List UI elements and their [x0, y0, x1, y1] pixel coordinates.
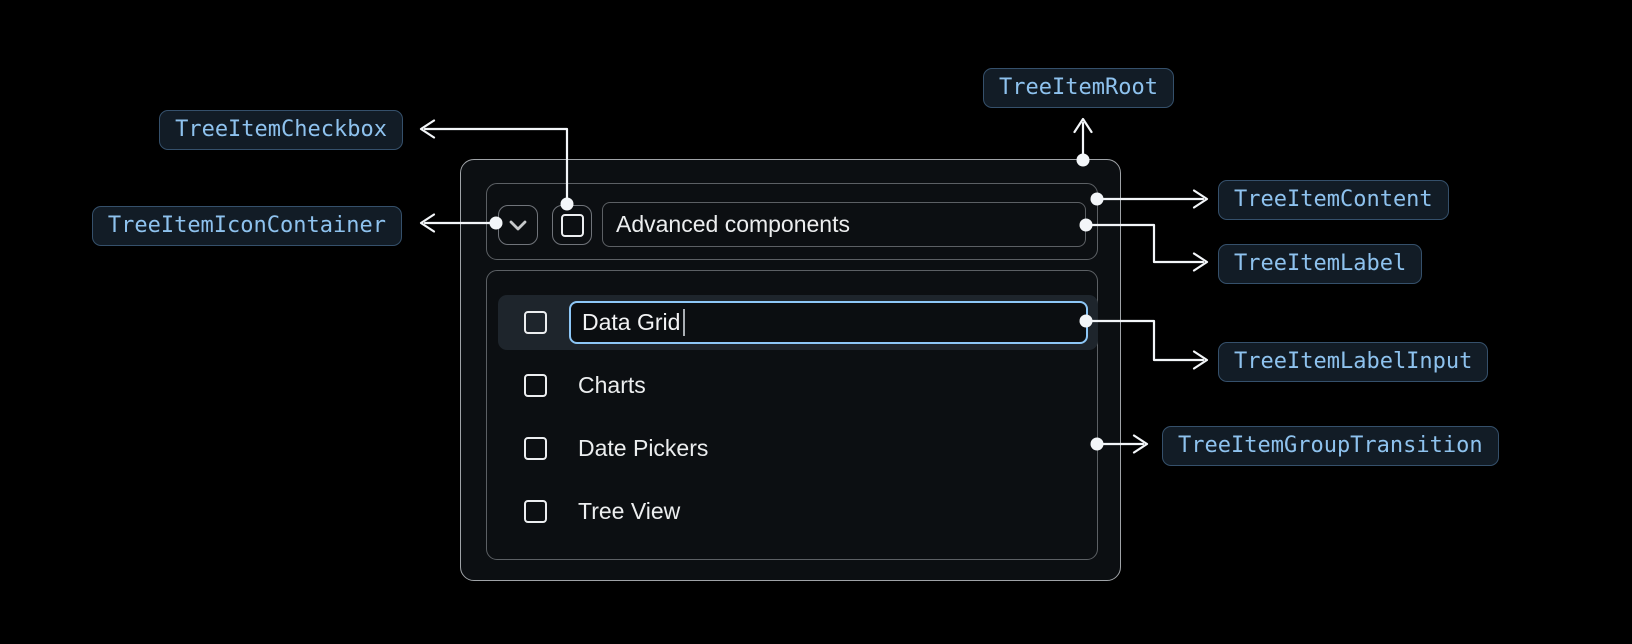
- anatomy-label-tree-item-checkbox: TreeItemCheckbox: [159, 110, 403, 150]
- tree-item-label: Tree View: [578, 497, 681, 524]
- chevron-down-icon: [509, 220, 527, 231]
- arrowhead-left-icon: [419, 213, 436, 233]
- checkbox-unchecked-icon: [560, 213, 584, 237]
- tree-item-label-input[interactable]: Data Grid: [569, 301, 1088, 344]
- text-caret: [683, 309, 686, 336]
- anatomy-label-tree-item-content: TreeItemContent: [1218, 180, 1449, 220]
- tree-item-label: Charts: [578, 371, 646, 398]
- tree-item-checkbox[interactable]: [552, 205, 592, 245]
- arrowhead-right-icon: [1132, 434, 1149, 454]
- tree-item-label: Date Pickers: [578, 434, 709, 461]
- tree-item-label: Advanced components: [602, 202, 1086, 247]
- label-input-value: Data Grid: [582, 309, 681, 335]
- tree-item-content[interactable]: Advanced components: [486, 183, 1098, 260]
- checkbox-unchecked-icon[interactable]: [524, 373, 547, 397]
- arrowhead-left-icon: [419, 119, 436, 139]
- anatomy-label-tree-item-group-transition: TreeItemGroupTransition: [1162, 426, 1499, 466]
- arrowhead-up-icon: [1073, 117, 1093, 134]
- tree-item[interactable]: Charts: [498, 361, 1098, 409]
- anatomy-label-tree-item-root: TreeItemRoot: [983, 68, 1174, 108]
- checkbox-unchecked-icon[interactable]: [524, 311, 547, 334]
- tree-item-editing[interactable]: Data Grid: [498, 295, 1098, 350]
- tree-item[interactable]: Tree View: [498, 487, 1098, 535]
- arrowhead-right-icon: [1192, 350, 1209, 370]
- parent-item-label: Advanced components: [616, 211, 850, 237]
- arrowhead-right-icon: [1192, 189, 1209, 209]
- tree-item[interactable]: Date Pickers: [498, 424, 1098, 472]
- arrowhead-right-icon: [1192, 252, 1209, 272]
- checkbox-unchecked-icon[interactable]: [524, 499, 547, 523]
- checkbox-unchecked-icon[interactable]: [524, 436, 547, 460]
- anatomy-label-tree-item-label-input: TreeItemLabelInput: [1218, 342, 1489, 382]
- anatomy-label-tree-item-label: TreeItemLabel: [1218, 244, 1423, 284]
- tree-item-group-transition: Data Grid Charts Date Pickers Tree View: [486, 270, 1098, 560]
- anatomy-label-tree-item-icon-container: TreeItemIconContainer: [91, 206, 402, 246]
- tree-item-root: Advanced components Data Grid Charts Dat…: [460, 159, 1121, 581]
- tree-item-icon-container[interactable]: [498, 205, 538, 245]
